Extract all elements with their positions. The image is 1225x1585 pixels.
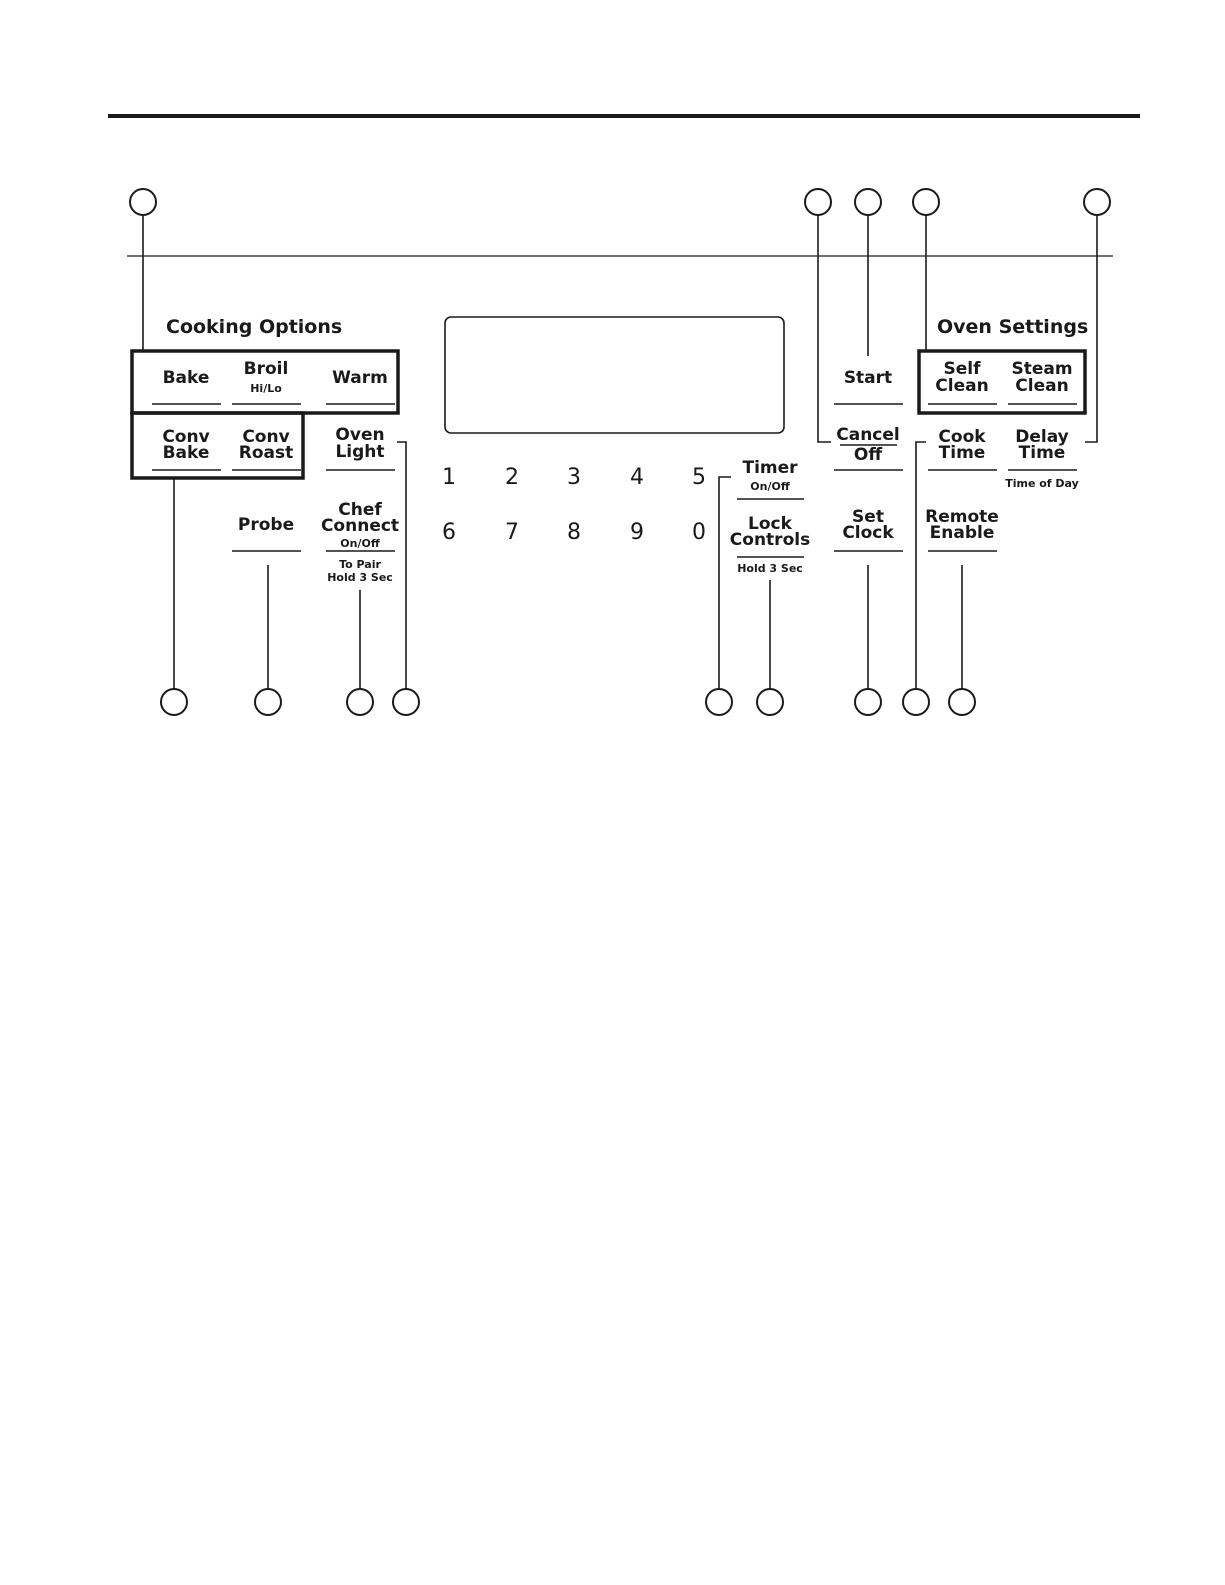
lock-controls-note: Hold 3 Sec bbox=[737, 562, 803, 575]
callout-marker bbox=[130, 189, 156, 215]
timer-label: Timer bbox=[742, 458, 798, 478]
cook-time-label-2: Time bbox=[939, 443, 986, 463]
callout-marker bbox=[347, 689, 373, 715]
conv-bake-label-2: Bake bbox=[163, 443, 210, 463]
conv-bake-button[interactable]: Conv Bake bbox=[152, 427, 221, 470]
key-2[interactable]: 2 bbox=[505, 465, 519, 490]
oven-settings-heading: Oven Settings bbox=[937, 316, 1088, 338]
remote-enable-button[interactable]: Remote Enable bbox=[925, 507, 999, 551]
cancel-off-button[interactable]: Cancel Off bbox=[834, 425, 903, 470]
chef-connect-sub-label: On/Off bbox=[340, 537, 380, 550]
callout-marker bbox=[903, 689, 929, 715]
probe-button[interactable]: Probe bbox=[232, 515, 301, 551]
self-clean-button[interactable]: Self Clean bbox=[928, 359, 997, 404]
callout-marker bbox=[1084, 189, 1110, 215]
broil-button[interactable]: Broil Hi/Lo bbox=[232, 359, 301, 404]
key-5[interactable]: 5 bbox=[692, 465, 706, 490]
lock-controls-label-2: Controls bbox=[730, 530, 810, 550]
chef-connect-note-1: To Pair bbox=[339, 558, 381, 571]
callout-marker bbox=[805, 189, 831, 215]
header-rule bbox=[108, 114, 1140, 118]
self-clean-label-2: Clean bbox=[935, 376, 988, 396]
warm-label: Warm bbox=[332, 368, 388, 388]
chef-connect-button[interactable]: Chef Connect On/Off To Pair Hold 3 Sec bbox=[321, 500, 399, 584]
delay-time-button[interactable]: Delay Time Time of Day bbox=[1005, 427, 1079, 490]
set-clock-button[interactable]: Set Clock bbox=[834, 507, 903, 551]
key-1[interactable]: 1 bbox=[442, 465, 456, 490]
off-label: Off bbox=[854, 445, 882, 465]
keypad: 1 2 3 4 5 6 7 8 9 0 bbox=[442, 465, 706, 545]
callout-marker bbox=[255, 689, 281, 715]
steam-clean-button[interactable]: Steam Clean bbox=[1008, 359, 1077, 404]
cancel-label: Cancel bbox=[836, 425, 899, 445]
probe-label: Probe bbox=[238, 515, 294, 535]
key-3[interactable]: 3 bbox=[567, 465, 581, 490]
key-7[interactable]: 7 bbox=[505, 520, 519, 545]
key-6[interactable]: 6 bbox=[442, 520, 456, 545]
lock-controls-button[interactable]: Lock Controls Hold 3 Sec bbox=[730, 514, 810, 575]
callout-marker bbox=[161, 689, 187, 715]
callout-marker bbox=[949, 689, 975, 715]
conv-roast-label-2: Roast bbox=[239, 443, 294, 463]
set-clock-label-2: Clock bbox=[842, 523, 894, 543]
broil-label: Broil bbox=[244, 359, 289, 379]
chef-connect-note-2: Hold 3 Sec bbox=[327, 571, 393, 584]
delay-time-note: Time of Day bbox=[1005, 477, 1079, 490]
cooking-options-heading: Cooking Options bbox=[166, 316, 342, 338]
callout-marker bbox=[855, 689, 881, 715]
warm-button[interactable]: Warm bbox=[326, 368, 395, 404]
callout-marker bbox=[757, 689, 783, 715]
key-9[interactable]: 9 bbox=[630, 520, 644, 545]
callout-marker bbox=[855, 189, 881, 215]
key-4[interactable]: 4 bbox=[630, 465, 644, 490]
cook-time-button[interactable]: Cook Time bbox=[928, 427, 997, 470]
broil-sub-label: Hi/Lo bbox=[250, 382, 282, 395]
conv-roast-button[interactable]: Conv Roast bbox=[232, 427, 301, 470]
oven-light-button[interactable]: Oven Light bbox=[326, 425, 395, 470]
oven-light-label-2: Light bbox=[335, 442, 384, 462]
key-0[interactable]: 0 bbox=[692, 520, 706, 545]
timer-button[interactable]: Timer On/Off bbox=[737, 458, 804, 499]
chef-connect-label-2: Connect bbox=[321, 516, 399, 536]
callout-marker bbox=[706, 689, 732, 715]
remote-enable-label-2: Enable bbox=[930, 523, 995, 543]
callout-marker bbox=[913, 189, 939, 215]
bake-label: Bake bbox=[163, 368, 210, 388]
start-button[interactable]: Start bbox=[834, 368, 903, 404]
bake-button[interactable]: Bake bbox=[152, 368, 221, 404]
steam-clean-label-2: Clean bbox=[1015, 376, 1068, 396]
callout-marker bbox=[393, 689, 419, 715]
start-label: Start bbox=[844, 368, 892, 388]
delay-time-label-2: Time bbox=[1019, 443, 1066, 463]
timer-sub-label: On/Off bbox=[750, 480, 790, 493]
display-window bbox=[445, 317, 784, 433]
key-8[interactable]: 8 bbox=[567, 520, 581, 545]
